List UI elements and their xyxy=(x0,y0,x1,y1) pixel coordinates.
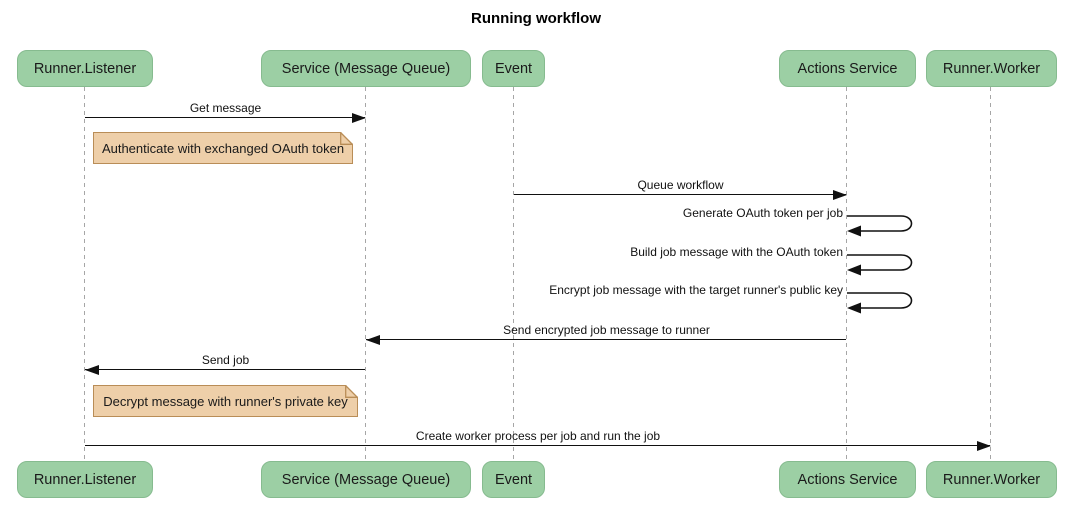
lifeline-event xyxy=(513,87,514,461)
message-line xyxy=(85,369,365,370)
arrowhead xyxy=(366,335,380,345)
arrowhead xyxy=(85,365,99,375)
message-line xyxy=(85,445,990,446)
participant-label: Event xyxy=(494,471,533,488)
participant-label: Service (Message Queue) xyxy=(281,471,451,488)
self-message-loop xyxy=(847,254,913,276)
arrowhead xyxy=(352,113,366,123)
participant-runner-worker-bottom: Runner.Worker xyxy=(926,461,1057,498)
message-label-encrypt-job-message: Encrypt job message with the target runn… xyxy=(549,283,843,297)
participant-runner-listener-top: Runner.Listener xyxy=(17,50,153,87)
note-decrypt: Decrypt message with runner's private ke… xyxy=(93,384,359,417)
participant-label: Actions Service xyxy=(797,60,898,77)
participant-label: Event xyxy=(494,60,533,77)
message-line xyxy=(85,117,365,118)
diagram-title: Running workflow xyxy=(471,10,601,27)
self-message-loop xyxy=(847,292,913,314)
note-label: Authenticate with exchanged OAuth token xyxy=(101,140,345,156)
participant-service-message-queue-bottom: Service (Message Queue) xyxy=(261,461,471,498)
message-line xyxy=(366,339,846,340)
participant-label: Service (Message Queue) xyxy=(281,60,451,77)
note-fold xyxy=(340,132,353,145)
participant-label: Runner.Worker xyxy=(942,471,1041,488)
message-label-create-worker: Create worker process per job and run th… xyxy=(415,429,661,443)
participant-service-message-queue-top: Service (Message Queue) xyxy=(261,50,471,87)
lifeline-actions-service xyxy=(846,87,847,461)
message-label-send-encrypted: Send encrypted job message to runner xyxy=(503,323,710,337)
message-label-generate-oauth-token: Generate OAuth token per job xyxy=(682,206,843,220)
message-label-get-message: Get message xyxy=(189,101,262,115)
participant-label: Runner.Listener xyxy=(33,60,137,77)
arrowhead xyxy=(833,190,847,200)
participant-label: Actions Service xyxy=(797,471,898,488)
participant-label: Runner.Listener xyxy=(33,471,137,488)
participant-event-top: Event xyxy=(482,50,545,87)
participant-runner-listener-bottom: Runner.Listener xyxy=(17,461,153,498)
lifeline-runner-listener xyxy=(84,87,85,461)
message-label-queue-workflow: Queue workflow xyxy=(637,178,724,192)
note-authenticate: Authenticate with exchanged OAuth token xyxy=(93,131,354,164)
participant-actions-service-top: Actions Service xyxy=(779,50,916,87)
participant-runner-worker-top: Runner.Worker xyxy=(926,50,1057,87)
participant-event-bottom: Event xyxy=(482,461,545,498)
lifeline-service-message-queue xyxy=(365,87,366,461)
message-label-build-job-message: Build job message with the OAuth token xyxy=(630,245,843,259)
participant-actions-service-bottom: Actions Service xyxy=(779,461,916,498)
participant-label: Runner.Worker xyxy=(942,60,1041,77)
arrowhead xyxy=(977,441,991,451)
note-label: Decrypt message with runner's private ke… xyxy=(103,393,348,409)
message-line xyxy=(514,194,846,195)
note-fold xyxy=(345,385,358,398)
message-label-send-job: Send job xyxy=(201,353,250,367)
lifeline-runner-worker xyxy=(990,87,991,461)
self-message-loop xyxy=(847,215,913,237)
